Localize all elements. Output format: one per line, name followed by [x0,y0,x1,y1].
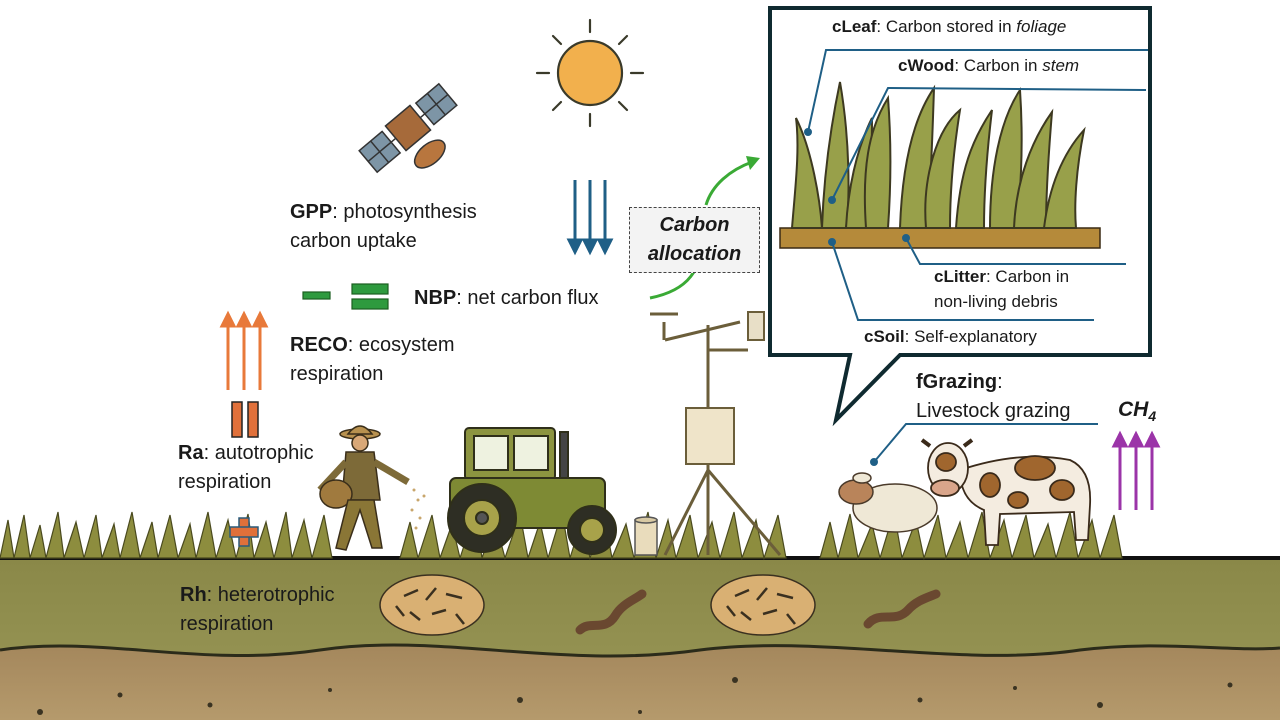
gpp-label: GPP: photosynthesis carbon uptake [290,201,477,252]
cwood-label: cWood: Carbon in stem [898,56,1080,75]
flux-tower-icon [650,311,782,556]
ch4-label: CH4 [1118,398,1157,425]
carbon-allocation-box: Carbon allocation [629,207,760,273]
satellite-icon [358,82,458,174]
nbp-equation-symbols [302,283,389,310]
carbon-pools-inset [768,6,1152,427]
gpp-flux-arrows [566,180,614,256]
fgrazing-label: fGrazing: Livestock grazing [916,371,1071,422]
reco-flux-arrows [219,310,269,390]
plus-icon [229,517,259,547]
worm-icon [863,589,941,629]
sun-icon [535,18,645,128]
ra-label: Ra: autotrophic respiration [178,442,314,493]
sheep-icon [838,472,938,533]
microbe-icon [710,574,816,636]
rh-label: Rh: heterotrophic respiration [180,584,335,635]
microbe-icon [379,574,485,636]
cleaf-label: cLeaf: Carbon stored in foliage [832,17,1067,36]
reco-equals-symbol [231,401,259,438]
csoil-label: cSoil: Self-explanatory [864,327,1037,346]
fgrazing-leader [870,423,1098,466]
reco-label: RECO: ecosystem respiration [290,334,455,385]
ch4-flux-arrows [1111,430,1161,510]
tractor-icon [447,427,617,555]
nbp-label: NBP: net carbon flux [414,287,599,309]
farmer-icon [317,425,426,551]
rain-gauge-icon [634,516,658,556]
soil [0,556,1280,720]
worm-icon [575,589,647,635]
clitter-label: cLitter: Carbon in non-living debris [934,267,1070,311]
cow-icon [920,438,1092,546]
